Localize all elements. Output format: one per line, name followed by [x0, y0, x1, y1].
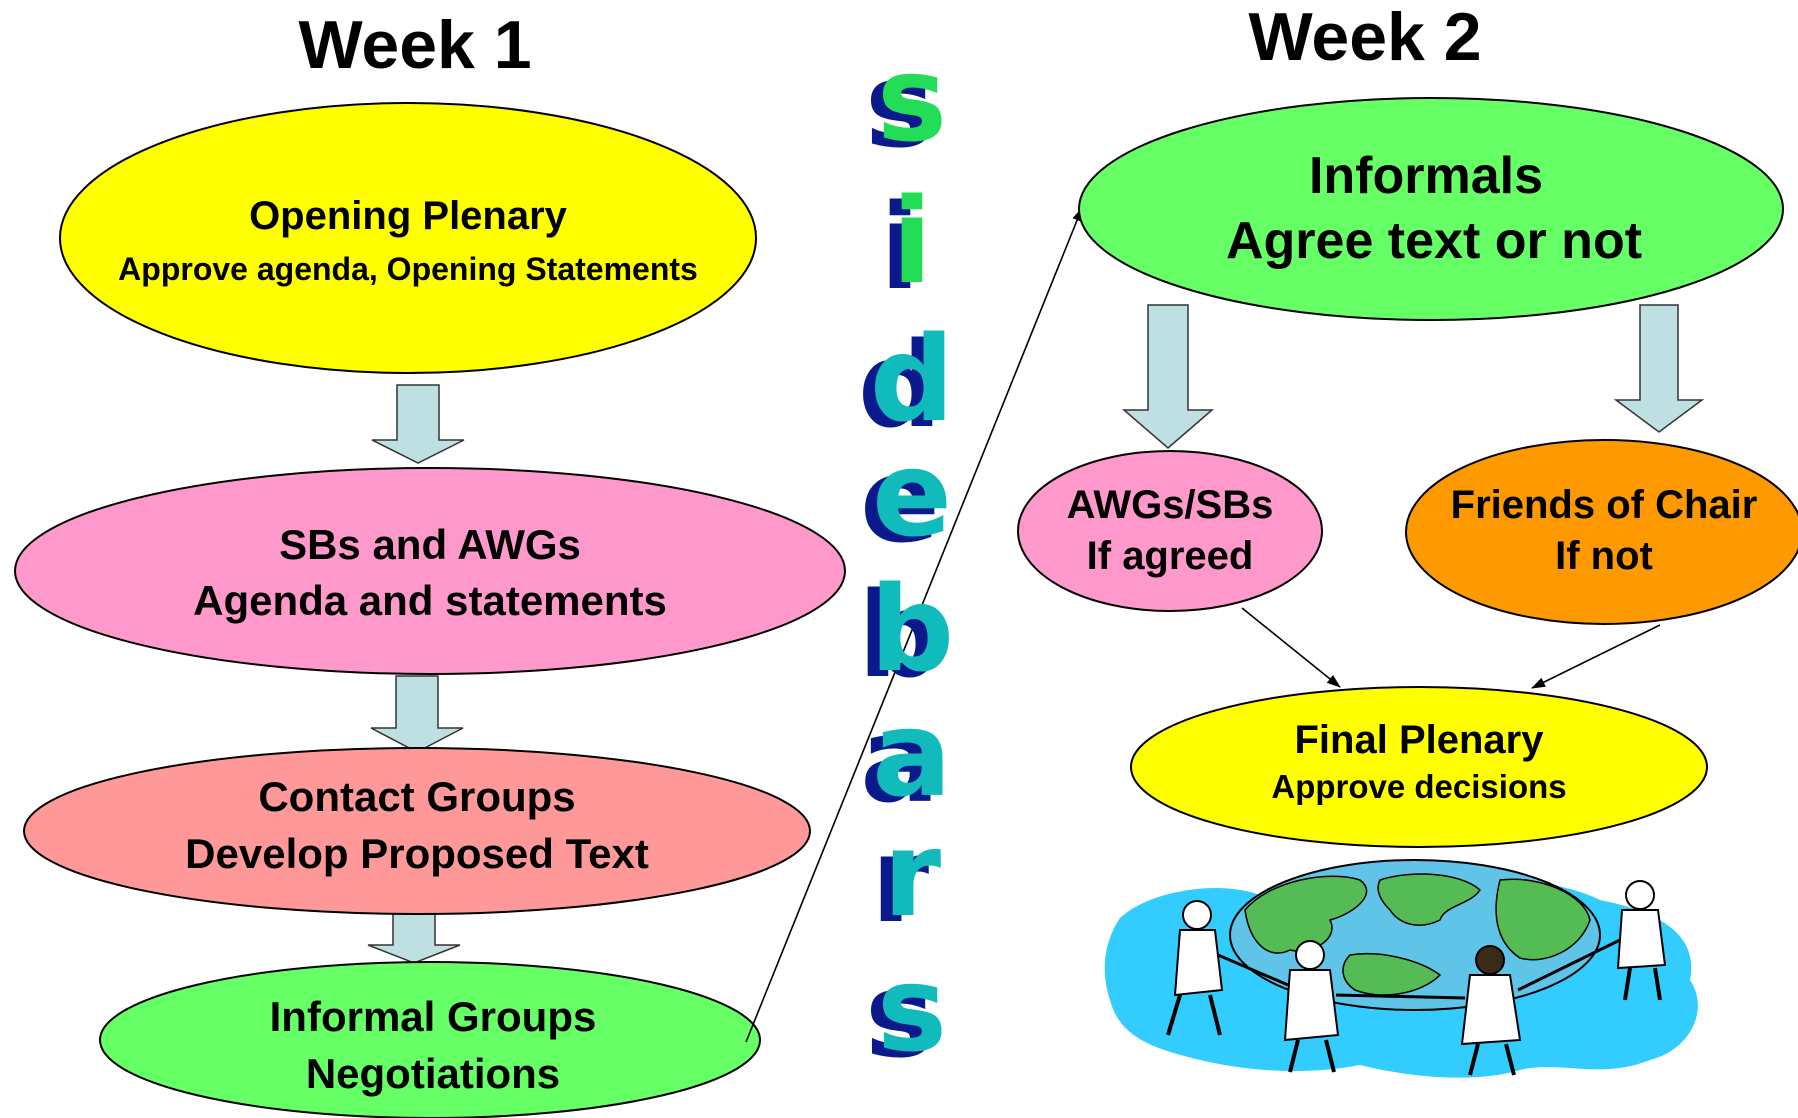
sidebars-letter-shadow-3: e: [860, 431, 940, 569]
informal-groups-node: Informal Groups Negotiations: [99, 961, 761, 1118]
friends-of-chair-subtitle: If not: [1555, 534, 1653, 578]
sidebars-letter-shadow-4: b: [858, 566, 942, 704]
informal-groups-title: Informal Groups: [270, 993, 597, 1040]
opening-plenary-node: Opening Plenary Approve agenda, Opening …: [59, 102, 757, 374]
awgs-sbs-subtitle: If agreed: [1087, 534, 1254, 578]
continent-center: [1377, 873, 1481, 926]
person-center-right: [1460, 945, 1522, 1076]
sidebars-letter-2: d: [870, 310, 954, 448]
sbs-awgs-title: SBs and AWGs: [279, 521, 581, 568]
sidebars-letter-shadow-2: d: [858, 316, 942, 454]
sidebars-letter-3: e: [872, 425, 952, 563]
opening-plenary-subtitle: Approve agenda, Opening Statements: [118, 251, 698, 287]
contact-groups-subtitle: Develop Proposed Text: [185, 830, 649, 877]
continent-right: [1495, 878, 1591, 961]
sidebars-letter-shadow-0: s: [865, 36, 935, 174]
person-left: [1166, 900, 1224, 1036]
joined-hands: [1217, 938, 1621, 1000]
sidebars-letter-1: i: [892, 172, 932, 310]
person-center-left: [1283, 940, 1340, 1073]
opening-plenary-title: Opening Plenary: [249, 194, 568, 238]
friends-of-chair-node: Friends of Chair If not: [1405, 439, 1798, 625]
sidebars-letter-5: a: [872, 685, 952, 823]
sidebars-letter-7: s: [877, 940, 947, 1078]
week1-title: Week 1: [298, 7, 531, 83]
informals-title: Informals: [1309, 147, 1543, 205]
arrow-friends-to-final: [1531, 624, 1661, 689]
contact-groups-title: Contact Groups: [258, 773, 575, 820]
awgs-sbs-node: AWGs/SBs If agreed: [1017, 450, 1323, 612]
final-plenary-title: Final Plenary: [1295, 718, 1545, 762]
sidebars-letter-6: r: [883, 805, 941, 943]
final-plenary-subtitle: Approve decisions: [1271, 768, 1566, 805]
down-arrow-to-awgs: [1121, 304, 1215, 449]
continent-bottom: [1342, 952, 1442, 996]
informal-groups-subtitle: Negotiations: [306, 1050, 560, 1097]
week2-title: Week 2: [1248, 0, 1481, 75]
contact-groups-node: Contact Groups Develop Proposed Text: [23, 747, 811, 915]
down-arrow-1: [371, 384, 465, 464]
sidebars-letter-shadow-5: a: [860, 691, 940, 829]
sidebars-letter-4: b: [870, 560, 954, 698]
informals-node: Informals Agree text or not: [1078, 97, 1784, 321]
sidebars-letter-shadow-7: s: [865, 946, 935, 1084]
informals-subtitle: Agree text or not: [1226, 212, 1642, 270]
person-right: [1616, 880, 1667, 1001]
continent-left: [1244, 875, 1368, 954]
down-arrow-2: [370, 675, 464, 753]
globe-people-clipart: [1104, 859, 1698, 1078]
sidebars-letter-0: s: [877, 30, 947, 168]
connector-to-informals: [745, 207, 1083, 1043]
down-arrow-to-friends: [1613, 304, 1705, 433]
sbs-awgs-node: SBs and AWGs Agenda and statements: [14, 467, 846, 675]
awgs-sbs-title: AWGs/SBs: [1067, 483, 1274, 527]
sidebars-letter-shadow-1: i: [880, 178, 920, 316]
arrow-awgs-to-final: [1241, 607, 1341, 688]
final-plenary-node: Final Plenary Approve decisions: [1130, 686, 1708, 848]
sbs-awgs-subtitle: Agenda and statements: [193, 577, 667, 624]
sidebars-letter-shadow-6: r: [871, 811, 929, 949]
friends-of-chair-title: Friends of Chair: [1451, 483, 1758, 527]
